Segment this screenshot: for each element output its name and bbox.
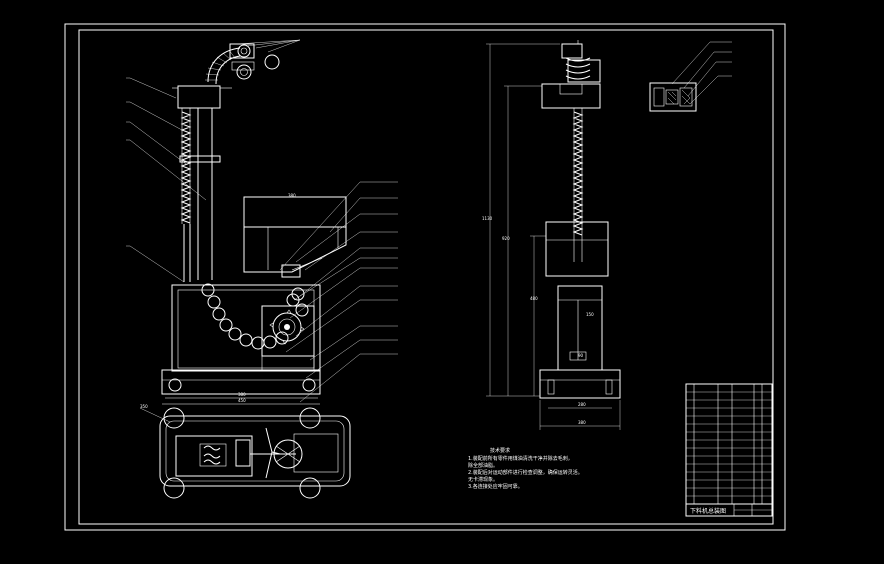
side-view: 280 380 1130 920 480 150 90 xyxy=(482,40,621,430)
outer-frame xyxy=(64,23,786,531)
svg-text:1130: 1130 xyxy=(482,216,493,221)
tech-req-line: 无卡滞现象。 xyxy=(468,476,498,483)
technical-requirements: 技术要求 1.装配前所有零件用煤油清洗干净并除去毛刺， 除全部油脂。 2.装配后… xyxy=(468,447,583,490)
title-block-name: 下料机总装图 xyxy=(690,507,726,515)
inner-frame xyxy=(78,29,774,525)
svg-text:350: 350 xyxy=(140,404,148,409)
svg-text:450: 450 xyxy=(238,398,246,403)
tech-req-line: 2.装配后对运动部件进行检查调整，确保运转灵活。 xyxy=(468,469,583,476)
svg-text:380: 380 xyxy=(288,193,296,198)
svg-text:150: 150 xyxy=(586,312,594,317)
leader-lines-left xyxy=(126,77,207,283)
screw-column-side xyxy=(572,108,584,262)
tech-req-line: 1.装配前所有零件用煤油清洗干净并除去毛刺， xyxy=(468,455,573,462)
leader-lines-right xyxy=(279,181,398,403)
plan-view: 350 xyxy=(139,404,351,499)
svg-text:380: 380 xyxy=(578,420,586,425)
svg-text:280: 280 xyxy=(578,402,586,407)
svg-text:920: 920 xyxy=(502,236,510,241)
hopper-front xyxy=(243,196,347,278)
hose-elbow-hatching xyxy=(205,49,236,81)
spring-coils-front xyxy=(180,111,192,224)
tech-req-line: 除全部油脂。 xyxy=(468,462,498,469)
detail-view xyxy=(649,41,732,112)
svg-text:90: 90 xyxy=(578,353,584,358)
svg-text:380: 380 xyxy=(238,392,246,397)
parts-list-rows xyxy=(686,391,772,505)
parts-list-table: 下料机总装图 xyxy=(685,383,773,517)
svg-text:480: 480 xyxy=(530,296,538,301)
gear-teeth xyxy=(269,309,305,345)
tech-req-title: 技术要求 xyxy=(490,447,510,454)
tech-req-line: 3.各连接处应牢固可靠。 xyxy=(468,483,523,490)
front-view: 380 xyxy=(126,39,398,405)
